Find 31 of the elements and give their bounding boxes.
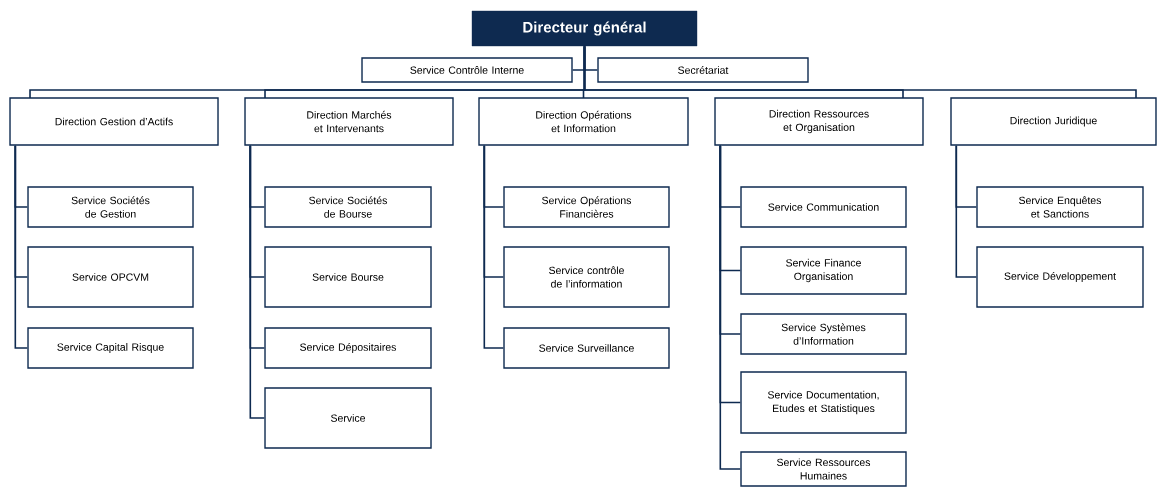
service-box: Service Capital Risque: [27, 327, 194, 369]
direction-box: Direction Juridique: [950, 97, 1157, 146]
service-box: Service Contrôle Interne: [361, 57, 573, 83]
connector-line: [955, 144, 978, 278]
service-box: Service Surveillance: [503, 327, 670, 369]
service-box: Service Systèmes d’Information: [740, 313, 907, 355]
connector-line: [719, 144, 742, 470]
direction-box: Direction Opérations et Information: [478, 97, 689, 146]
director-box: Directeur général: [471, 10, 698, 47]
service-box: Service Sociétés de Gestion: [27, 186, 194, 228]
service-box: Secrétariat: [597, 57, 809, 83]
service-box: Service Sociétés de Bourse: [264, 186, 432, 228]
direction-box: Direction Gestion d’Actifs: [9, 97, 219, 146]
connector-line: [483, 144, 505, 349]
service-box: Service Dépositaires: [264, 327, 432, 369]
service-box: Service OPCVM: [27, 246, 194, 308]
direction-box: Direction Ressources et Organisation: [714, 97, 924, 146]
service-box: Service contrôle de l’information: [503, 246, 670, 308]
service-box: Service Finance Organisation: [740, 246, 907, 295]
service-box: Service Communication: [740, 186, 907, 228]
service-box: Service Développement: [976, 246, 1144, 308]
connector-line: [14, 144, 29, 349]
service-box: Service Bourse: [264, 246, 432, 308]
service-box: Service: [264, 387, 432, 449]
connector-line: [249, 144, 266, 419]
service-box: Service Documentation, Etudes et Statistiques: [740, 371, 907, 434]
connector-line: [583, 45, 1137, 99]
direction-box: Direction Marchés et Intervenants: [244, 97, 454, 146]
service-box: Service Opérations Financières: [503, 186, 670, 228]
service-box: Service Ressources Humaines: [740, 451, 907, 487]
service-box: Service Enquêtes et Sanctions: [976, 186, 1144, 228]
